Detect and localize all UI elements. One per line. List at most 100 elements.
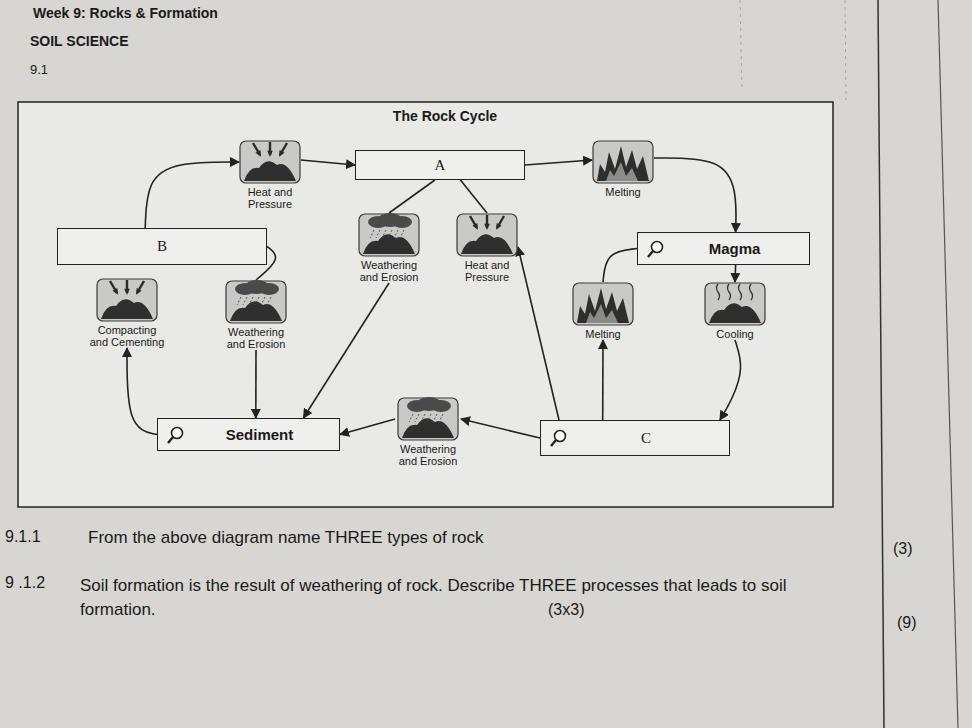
cooling-wave: [728, 284, 731, 300]
process-icon: Weathering and Erosion: [223, 280, 289, 350]
rain: [370, 230, 374, 238]
rain: [261, 297, 265, 305]
rock-icon: [704, 282, 766, 326]
rock-mound: [363, 234, 415, 254]
scan-mark: [845, 0, 846, 100]
pressure-arrowhead: [472, 223, 478, 230]
box-label: B: [157, 238, 167, 255]
box-label: Magma: [709, 240, 761, 257]
page-text: 9.1: [30, 62, 48, 77]
page-text: (3): [893, 540, 913, 558]
rock-mound: [461, 234, 513, 254]
process-caption: Melting: [573, 328, 633, 340]
pressure-arrowhead: [112, 288, 118, 295]
magnifier-icon: [646, 240, 664, 258]
process-icon: Cooling: [704, 282, 766, 340]
pressure-arrowhead: [124, 289, 130, 295]
cycle-arrow: [145, 162, 239, 228]
icon-frame: [240, 141, 300, 183]
rain: [427, 414, 431, 422]
process-caption: Heat and Pressure: [239, 186, 301, 210]
rain: [388, 230, 392, 238]
rock-icon: [456, 213, 518, 257]
process-icon: Heat and Pressure: [456, 213, 518, 283]
pressure-arrowhead: [484, 224, 490, 230]
page-text: (3x3): [548, 601, 584, 619]
rain: [433, 414, 437, 422]
rock-icon: [239, 140, 301, 184]
rain: [415, 414, 419, 422]
process-caption: Compacting and Cementing: [89, 324, 165, 348]
rock-icon: [358, 213, 420, 257]
rock-mound: [101, 299, 153, 319]
page-text: 9.1.1: [5, 528, 41, 546]
flames: [597, 146, 649, 181]
stage-box: A: [355, 150, 525, 180]
box-label: C: [641, 430, 651, 447]
process-icon: Weathering and Erosion: [395, 397, 461, 467]
icon-frame: [457, 214, 517, 256]
magnifier-icon: [549, 429, 567, 447]
cycle-arrow: [460, 180, 487, 213]
cycle-arrow: [389, 180, 435, 213]
stage-box: Sediment: [157, 418, 340, 451]
rain: [400, 230, 404, 238]
rock-mound: [709, 303, 761, 323]
box-label: Sediment: [226, 426, 294, 443]
icon-frame: [359, 214, 419, 256]
process-icon: Melting: [592, 140, 654, 198]
cycle-arrow: [340, 419, 395, 435]
rock-icon: [96, 278, 158, 322]
cycle-arrow: [525, 160, 592, 165]
rain: [409, 414, 413, 422]
cooling-wave: [739, 284, 742, 300]
cycle-arrow: [720, 340, 741, 420]
process-caption: Weathering and Erosion: [395, 443, 461, 467]
rock-mound: [244, 161, 296, 181]
process-icon: Heat and Pressure: [239, 140, 301, 210]
page-text: 9 .1.2: [5, 574, 45, 592]
process-caption: Cooling: [705, 328, 765, 340]
icon-frame: [705, 283, 765, 325]
cloud: [259, 283, 279, 295]
cloud: [392, 216, 412, 228]
rain: [421, 414, 425, 422]
margin-line: [938, 0, 958, 728]
rock-icon: [592, 140, 654, 184]
rain: [237, 297, 241, 305]
rock-icon: [572, 282, 634, 326]
page-text: Soil formation is the result of weatheri…: [80, 574, 825, 622]
rock-mound: [402, 418, 454, 438]
rain: [394, 230, 398, 238]
stage-box: Magma: [637, 232, 810, 265]
process-caption: Weathering and Erosion: [223, 326, 289, 350]
flames: [577, 288, 629, 323]
magnifier-icon: [166, 426, 184, 444]
stage-box: B: [57, 228, 267, 265]
cycle-arrow: [461, 419, 540, 438]
page-text: From the above diagram name THREE types …: [88, 528, 484, 548]
cycle-arrow: [255, 350, 257, 418]
cooling-wave: [717, 284, 720, 300]
rain: [255, 297, 259, 305]
process-caption: Melting: [593, 186, 653, 198]
icon-frame: [573, 283, 633, 325]
process-caption: Heat and Pressure: [456, 259, 518, 283]
rain: [249, 297, 253, 305]
box-label: A: [435, 157, 446, 174]
pressure-arrowhead: [136, 288, 142, 295]
icon-frame: [226, 281, 286, 323]
cycle-arrow: [603, 249, 637, 283]
pressure-arrowhead: [279, 150, 285, 157]
rock-icon: [225, 280, 287, 324]
rain: [439, 414, 443, 422]
icon-frame: [97, 279, 157, 321]
stage-box: C: [540, 420, 730, 456]
cloud: [431, 400, 451, 412]
flames-inner: [606, 162, 638, 181]
rain: [243, 297, 247, 305]
process-caption: Weathering and Erosion: [356, 259, 422, 283]
scan-mark: [740, 0, 742, 90]
